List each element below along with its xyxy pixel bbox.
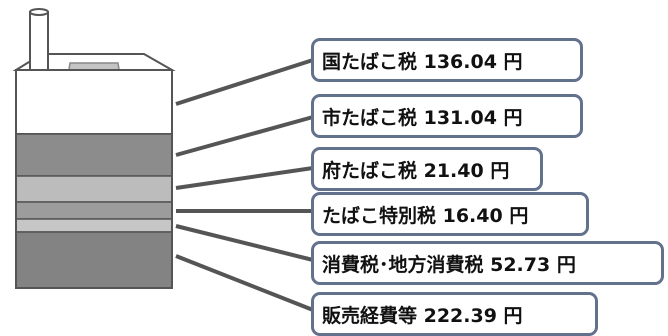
label-city-tobacco-tax: 市たばこ税 131.04 円 (311, 94, 583, 138)
cigarette-pack-icon (15, 69, 173, 289)
label-sales-expenses: 販売経費等 222.39 円 (311, 292, 598, 336)
band-sales-expenses (15, 231, 173, 289)
leader-line (175, 254, 314, 312)
label-consumption-tax: 消費税･地方消費税 52.73 円 (311, 241, 664, 285)
band-consumption-tax (15, 218, 173, 233)
band-prefecture-tax (15, 175, 173, 203)
leader-line (175, 115, 314, 157)
leader-line (175, 166, 314, 190)
band-city-tax (15, 133, 173, 177)
label-national-tobacco-tax: 国たばこ税 136.04 円 (311, 38, 583, 82)
leader-line (175, 58, 314, 106)
band-special-tax (15, 201, 173, 220)
label-special-tobacco-tax: たばこ特別税 16.40 円 (311, 192, 589, 236)
band-national-tax (15, 69, 173, 135)
label-prefecture-tobacco-tax: 府たばこ税 21.40 円 (311, 147, 543, 191)
leader-line (175, 224, 314, 262)
cigarette-icon (29, 8, 49, 75)
